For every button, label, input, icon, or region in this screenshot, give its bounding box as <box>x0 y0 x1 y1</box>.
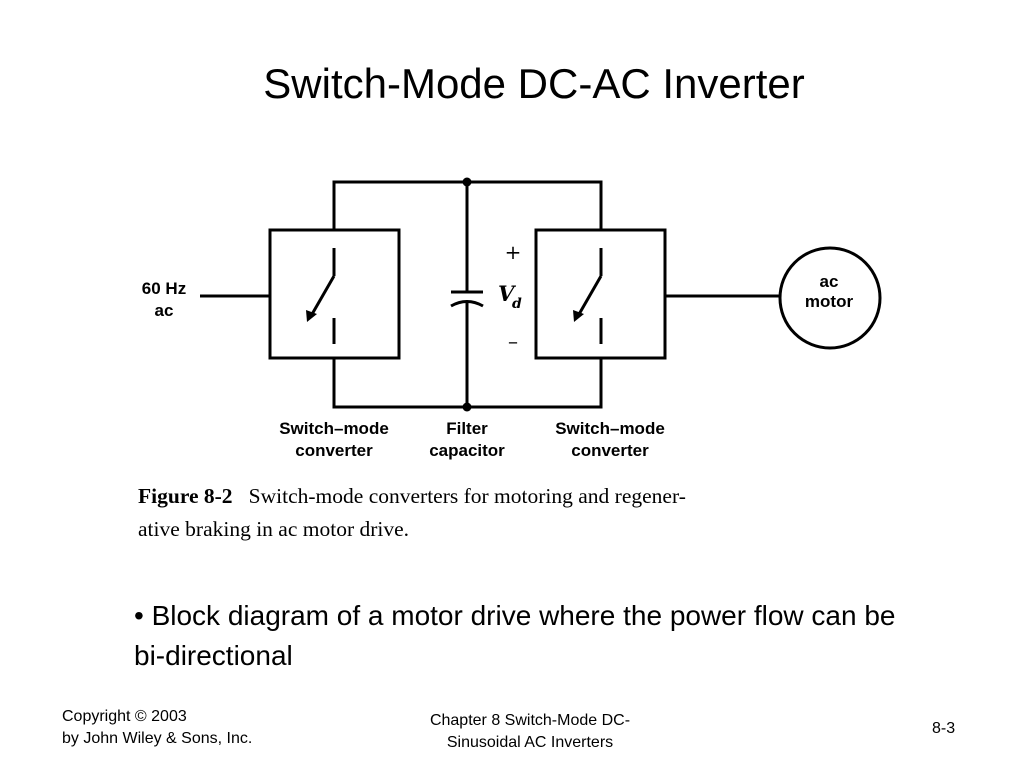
figure-caption: Figure 8-2 Switch-mode converters for mo… <box>138 480 878 546</box>
right-converter-label: Switch–mode <box>555 419 665 438</box>
junction-dot-top <box>462 177 472 187</box>
right-converter-box <box>534 228 667 360</box>
right-switch-arrowhead <box>573 310 584 322</box>
input-label-ac: ac <box>155 301 174 320</box>
capacitor-label: Filter <box>446 419 488 438</box>
left-switch-arrowhead <box>306 310 317 322</box>
chapter-line-1: Chapter 8 Switch-Mode DC- <box>429 712 631 729</box>
bullet-point: • Block diagram of a motor drive where t… <box>134 600 896 671</box>
slide-title: Switch-Mode DC-AC Inverter <box>263 60 805 107</box>
footer-copyright: Copyright © 2003 by John Wiley & Sons, I… <box>62 706 252 750</box>
vd-symbol: V <box>498 281 517 306</box>
right-switch-icon <box>576 248 603 344</box>
capacitor-icon <box>450 290 484 308</box>
figure-number: Figure 8-2 <box>138 484 233 508</box>
ac-motor-circle <box>778 246 882 350</box>
caption-line-1: Figure 8-2 Switch-mode converters for mo… <box>138 480 878 513</box>
caption-text-2: ative braking in ac motor drive. <box>138 517 410 541</box>
vd-subscript: d <box>512 296 522 312</box>
junction-dot-bottom <box>462 402 472 412</box>
copyright-line-2: by John Wiley & Sons, Inc. <box>62 730 253 747</box>
page-number: 8-3 <box>932 720 956 737</box>
copyright-line-1: Copyright © 2003 <box>62 708 187 725</box>
left-converter-sublabel: converter <box>295 441 373 460</box>
capacitor-sublabel: capacitor <box>429 441 505 460</box>
left-switch-icon <box>309 248 336 344</box>
footer-chapter: Chapter 8 Switch-Mode DC- Sinusoidal AC … <box>380 710 680 754</box>
caption-text-1: Switch-mode converters for motoring and … <box>248 484 686 508</box>
input-label-frequency: 60 Hz <box>142 279 186 298</box>
motor-label-ac: ac <box>820 272 839 291</box>
right-converter-sublabel: converter <box>571 441 649 460</box>
left-converter-label: Switch–mode <box>279 419 389 438</box>
motor-label-motor: motor <box>805 292 854 311</box>
plus-sign: + <box>505 240 522 264</box>
minus-sign: – <box>508 329 518 353</box>
chapter-line-2: Sinusoidal AC Inverters <box>446 734 614 751</box>
